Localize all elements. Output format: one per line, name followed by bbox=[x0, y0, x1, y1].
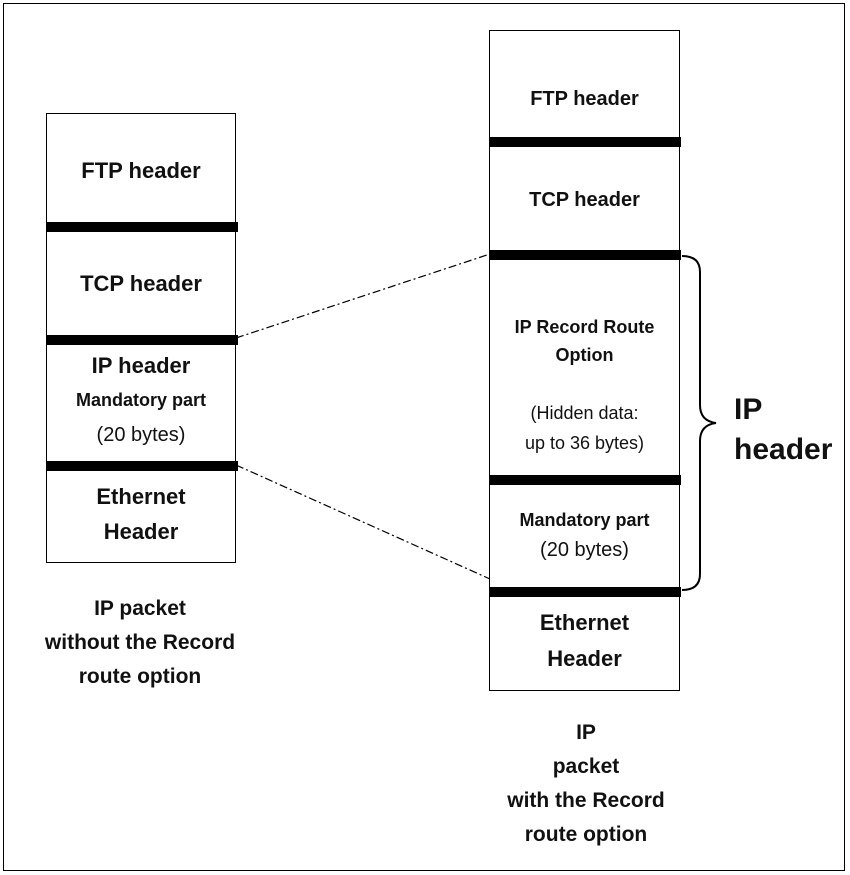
right-ethernet-line1: Ethernet bbox=[539, 610, 630, 635]
left-ftp-header: FTP header bbox=[81, 158, 201, 183]
right-record-route-line2: Option bbox=[555, 345, 614, 365]
brace-label-line2: header bbox=[734, 433, 833, 466]
left-ethernet-line2: Header bbox=[103, 519, 179, 544]
left-ip-mandatory: Mandatory part bbox=[75, 390, 207, 410]
right-caption-line3: with the Record bbox=[507, 789, 665, 812]
right-caption-line2: packet bbox=[552, 755, 620, 778]
right-caption-line4: route option bbox=[524, 823, 648, 846]
ip-header-brace-label: IP header bbox=[734, 390, 832, 470]
right-hidden-data-line2: up to 36 bytes) bbox=[524, 433, 645, 453]
left-ip-header-title: IP header bbox=[91, 353, 191, 378]
right-hidden-data-line1: (Hidden data: bbox=[530, 403, 639, 423]
connector-line-bottom bbox=[235, 464, 491, 580]
right-tcp-header: TCP header bbox=[529, 189, 640, 211]
diagram-frame bbox=[3, 3, 845, 871]
left-separator-3 bbox=[46, 461, 238, 471]
left-caption-line2: without the Record bbox=[44, 631, 236, 654]
right-ethernet-line2: Header bbox=[547, 646, 622, 671]
left-tcp-header: TCP header bbox=[80, 271, 202, 296]
right-separator-1 bbox=[489, 137, 681, 147]
ip-header-brace bbox=[681, 255, 717, 591]
left-separator-1 bbox=[46, 222, 238, 232]
right-mandatory-size: (20 bytes) bbox=[540, 539, 629, 561]
left-separator-2 bbox=[46, 335, 238, 345]
right-mandatory-part: Mandatory part bbox=[519, 510, 650, 530]
right-separator-3 bbox=[489, 475, 681, 485]
left-caption-line3: route option bbox=[78, 665, 202, 688]
right-record-route-line1: IP Record Route bbox=[514, 317, 655, 337]
right-separator-2 bbox=[489, 250, 681, 260]
left-ip-size: (20 bytes) bbox=[96, 424, 186, 446]
left-caption: IP packet without the Record route optio… bbox=[20, 592, 260, 694]
left-ethernet-line1: Ethernet bbox=[96, 484, 186, 509]
right-ftp-header: FTP header bbox=[530, 88, 639, 110]
connector-line-top bbox=[235, 253, 491, 339]
right-caption: IP packet with the Record route option bbox=[464, 716, 708, 852]
left-caption-line1: IP packet bbox=[94, 597, 186, 620]
brace-label-line1: IP bbox=[734, 393, 763, 426]
right-caption-line1: IP bbox=[576, 721, 596, 744]
right-separator-4 bbox=[489, 587, 681, 597]
